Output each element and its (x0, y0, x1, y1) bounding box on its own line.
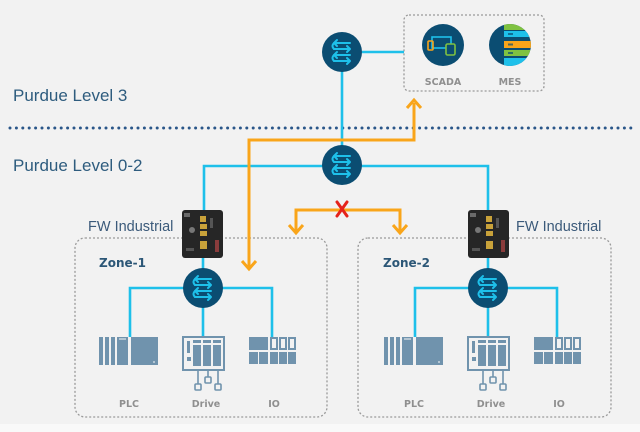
mes-label: MES (499, 77, 522, 88)
arrow-down-icon (287, 224, 305, 236)
arrow-up-icon (405, 97, 423, 109)
bottom-strip (0, 424, 640, 432)
router-icon[interactable] (321, 144, 363, 186)
plc-icon[interactable] (384, 337, 443, 365)
firewall-icon[interactable] (182, 210, 223, 258)
mes-icon[interactable] (489, 24, 531, 66)
red-x-icon (335, 200, 349, 218)
zone-1-io-label: IO (268, 399, 280, 410)
zone-2-io-label: IO (553, 399, 565, 410)
zone-1-drive-label: Drive (192, 399, 220, 410)
zone-2-label: Zone-2 (383, 256, 430, 270)
arrow-down-icon (391, 224, 409, 236)
router-icon[interactable] (182, 267, 224, 309)
zone-2-drive-label: Drive (477, 399, 505, 410)
scada-label: SCADA (425, 77, 462, 88)
router-icon[interactable] (321, 31, 363, 73)
router-icon[interactable] (467, 267, 509, 309)
zone-2-firewall-label: FW Industrial (516, 219, 601, 235)
level-0-2-label: Purdue Level 0-2 (13, 156, 142, 175)
io-icon[interactable] (249, 337, 296, 364)
drive-icon[interactable] (467, 336, 510, 391)
zone-1-plc-label: PLC (119, 399, 139, 410)
blocked-flow-arrow (287, 200, 409, 236)
firewall-icon[interactable] (468, 210, 509, 258)
level-3-label: Purdue Level 3 (13, 86, 127, 105)
scada-icon[interactable] (422, 24, 464, 66)
plc-icon[interactable] (99, 337, 158, 365)
zone-2-plc-label: PLC (404, 399, 424, 410)
arrow-down-icon (240, 260, 258, 272)
zone-1-firewall-label: FW Industrial (88, 219, 173, 235)
io-icon[interactable] (534, 337, 581, 364)
zone-1-label: Zone-1 (99, 256, 146, 270)
drive-icon[interactable] (182, 336, 225, 391)
allowed-flow-arrow (240, 97, 423, 272)
